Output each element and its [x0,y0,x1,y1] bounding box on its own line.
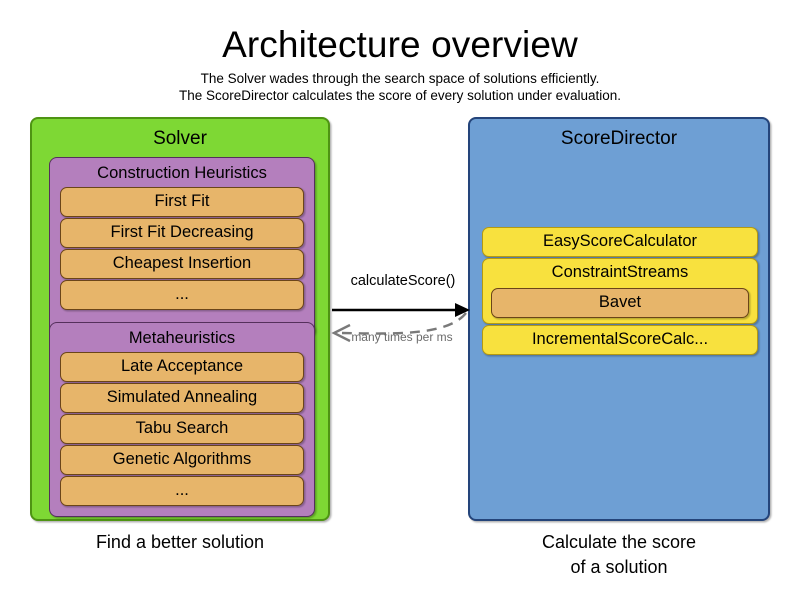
solver-panel-title: Solver [153,128,207,149]
scoredirector-caption-line-2: of a solution [570,557,668,577]
list-item[interactable]: Tabu Search [60,414,304,444]
list-item[interactable]: ... [60,280,304,310]
bavet-box[interactable]: Bavet [491,288,749,318]
calculate-score-arrow [332,303,470,317]
scoredirector-panel: ScoreDirector EasyScoreCalculator Constr… [468,117,770,521]
subtitle-line-2: The ScoreDirector calculates the score o… [179,88,621,103]
list-item[interactable]: First Fit Decreasing [60,218,304,248]
construction-heuristics-title: Construction Heuristics [97,164,267,182]
page-title: Architecture overview [222,24,578,65]
solver-caption: Find a better solution [95,532,265,552]
scoredirector-caption: Calculate the score of a solution [468,530,770,580]
metaheuristics-title: Metaheuristics [128,329,236,347]
construction-heuristics-group: Construction Heuristics First Fit First … [49,157,315,337]
list-item[interactable]: Genetic Algorithms [60,445,304,475]
incremental-score-calculator-box[interactable]: IncrementalScoreCalc... [482,325,758,355]
list-item[interactable]: First Fit [60,187,304,217]
list-item[interactable]: Late Acceptance [60,352,304,382]
construction-heuristics-item-list: First Fit First Fit Decreasing Cheapest … [50,187,314,319]
easy-score-calculator-box[interactable]: EasyScoreCalculator [482,227,758,257]
scoredirector-caption-line-1: Calculate the score [541,532,697,552]
page-subtitle: The Solver wades through the search spac… [0,70,800,104]
scoredirector-panel-title: ScoreDirector [560,128,678,149]
list-item[interactable]: ... [60,476,304,506]
subtitle-line-1: The Solver wades through the search spac… [200,71,600,86]
metaheuristics-group: Metaheuristics Late Acceptance Simulated… [49,322,315,517]
list-item[interactable]: Simulated Annealing [60,383,304,413]
solver-panel: Solver Construction Heuristics First Fit… [30,117,330,521]
list-item[interactable]: Cheapest Insertion [60,249,304,279]
metaheuristics-item-list: Late Acceptance Simulated Annealing Tabu… [50,352,314,515]
constraint-streams-box[interactable]: ConstraintStreams Bavet [482,258,758,324]
score-calculator-stack: EasyScoreCalculator ConstraintStreams Ba… [482,227,758,356]
many-times-per-ms-label: many times per ms [351,330,453,344]
constraint-streams-label: ConstraintStreams [551,263,689,281]
diagram-header: Architecture overview The Solver wades t… [0,22,800,104]
calculate-score-label: calculateScore() [350,273,456,289]
